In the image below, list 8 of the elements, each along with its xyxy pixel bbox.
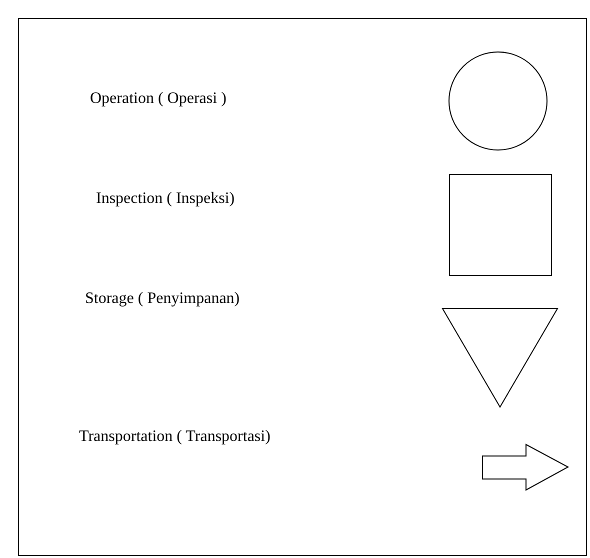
symbol-label: Operation ( Operasi )	[90, 90, 226, 108]
arrow-symbol	[482, 444, 569, 491]
symbol-label: Inspection ( Inspeksi)	[96, 190, 235, 208]
symbol-label: Storage ( Penyimpanan)	[85, 290, 240, 308]
symbol-label: Transportation ( Transportasi)	[79, 428, 270, 446]
circle-symbol	[448, 51, 548, 151]
square-symbol	[449, 174, 552, 276]
triangle-symbol	[442, 308, 558, 408]
